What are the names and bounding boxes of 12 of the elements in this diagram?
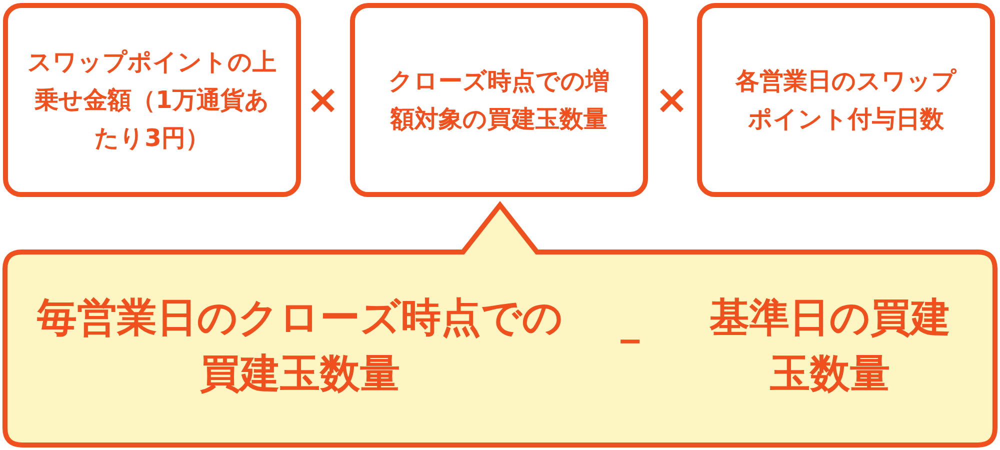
multiply-sign: × <box>306 80 340 120</box>
bubble-text: 毎営業日のクローズ時点での買建玉数量 <box>36 294 564 399</box>
bubble-text: 基準日の買建玉数量 <box>708 294 952 399</box>
rounded-box <box>697 3 995 197</box>
box-text: クローズ時点での増額対象の買建玉数量 <box>388 66 610 135</box>
rounded-box <box>3 3 301 197</box>
minus-sign: － <box>610 320 650 360</box>
rounded-box <box>350 3 648 197</box>
box-text: 各営業日のスワップポイント付与日数 <box>734 66 958 135</box>
speech-bubble <box>0 200 1000 450</box>
box-text: スワップポイントの上乗せ金額（1万通貨あたり3円） <box>27 47 277 154</box>
multiply-sign: × <box>655 80 689 120</box>
